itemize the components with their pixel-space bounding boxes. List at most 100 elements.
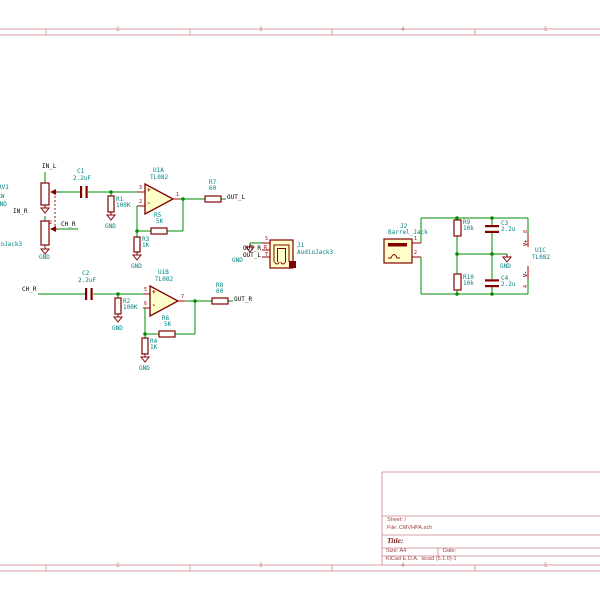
r8-ref[interactable]: R8 [216,282,224,289]
net-label-out-l[interactable]: OUT_L [227,194,246,201]
capacitor-c4 [485,279,499,282]
c4-ref[interactable]: C4 [501,275,509,282]
input-jack-value[interactable]: AudioJack3 [0,241,23,248]
resistors[interactable] [107,195,462,355]
u1a-value[interactable]: TL082 [150,174,169,181]
j1-ref[interactable]: J1 [297,242,305,249]
j1-pin-s: S [265,236,269,242]
resistor-r9 [453,219,462,237]
r10-ref[interactable]: R10 [463,274,474,281]
r2-ref[interactable]: R2 [123,298,131,305]
j1-value[interactable]: AudioJack3 [297,249,334,256]
frame-col-2-top: 2 [116,26,120,33]
gnd-label-j1[interactable]: GND [232,257,243,264]
u1c-ref[interactable]: U1C [535,247,546,254]
barreljack-j2[interactable] [383,238,413,264]
u1b-value[interactable]: TL082 [155,276,174,283]
resistor-r1 [107,195,115,213]
titleblock-file: File: CMVHPA.sch [387,525,433,531]
capacitors[interactable] [80,186,499,300]
gnd-label-r2[interactable]: GND [112,325,123,332]
titleblock-size: Size: A4 [386,548,407,554]
rv1b-pin2-number: 2 [49,220,53,226]
r6-ref[interactable]: R6 [162,315,170,322]
u1b-pin7-number: 7 [181,294,185,300]
r3-value[interactable]: 1K [142,242,150,249]
frame-col-3-top: 3 [259,26,263,33]
titleblock-sheet: Sheet: / [387,517,406,523]
u1c-pin8-number: 8 [523,229,529,233]
resistor-r2 [114,297,122,315]
frame-col-5-top: 5 [544,26,548,33]
net-label-in-l[interactable]: IN_L [42,163,57,170]
net-label-out-r-j1[interactable]: OUT_R [242,245,261,252]
rv1-value[interactable]: 10kW [0,193,5,200]
rv1-potentiometer[interactable] [0,182,58,246]
junction-dots [109,190,494,336]
c3-ref[interactable]: C3 [501,220,509,227]
c2-ref[interactable]: C2 [82,270,90,277]
opamp-u1b[interactable] [149,284,180,318]
opamp-u1a[interactable] [144,182,175,216]
c1-ref[interactable]: C1 [77,168,85,175]
frame-col-5-bottom: 5 [544,562,548,569]
net-label-ch-r[interactable]: CH_R [61,221,76,228]
gnd-label-input[interactable]: GND [39,254,50,261]
r8-value[interactable]: 60 [216,288,224,295]
net-label-in-r[interactable]: IN_R [13,208,28,215]
c1-value[interactable]: 2.2uF [73,175,92,182]
frame-col-2-bottom: 2 [116,562,120,569]
r4-ref[interactable]: R4 [150,338,158,345]
net-label-out-r[interactable]: OUT_R [234,296,253,303]
u1b-pin5-number: 5 [144,287,148,293]
r2-value[interactable]: 100K [123,304,138,311]
capacitor-c2 [85,288,88,300]
gnd-label-r3[interactable]: GND [131,263,142,270]
r3-ref[interactable]: R3 [142,236,150,243]
c4-value[interactable]: 2.2u [501,281,516,288]
resistor-r7 [204,195,222,203]
c2-value[interactable]: 2.2uF [78,277,97,284]
frame-col-4-bottom: 4 [401,562,405,569]
capacitor-c3 [485,225,499,228]
r9-ref[interactable]: R9 [463,219,471,226]
u1c-vplus-name: V+ [523,239,529,246]
resistor-r3 [133,236,141,253]
r4-value[interactable]: 1K [150,344,158,351]
gnd-label-r4[interactable]: GND [139,365,150,372]
audiojack-j1[interactable] [269,239,296,269]
resistor-r4 [141,337,149,355]
frame-col-3-bottom: 3 [259,562,263,569]
r1-ref[interactable]: R1 [116,196,124,203]
net-label-ch-r-2[interactable]: CH_R [22,286,37,293]
sheet-border [0,28,600,572]
title-block-frame [381,471,600,565]
r5-value[interactable]: 5K [156,218,164,225]
r5-ref[interactable]: R5 [154,212,162,219]
gnd-label-r1[interactable]: GND [105,223,116,230]
j1-pin-r: R [264,245,268,251]
r9-value[interactable]: 10k [463,225,474,232]
gnd-label-mid[interactable]: GND [500,263,511,270]
u1a-pin1-number: 1 [176,192,180,198]
j2-value[interactable]: Barrel_Jack [388,229,428,236]
r7-ref[interactable]: R7 [209,179,217,186]
u1a-pin2-number: 2 [139,199,143,205]
u1a-ref[interactable]: U1A [153,167,164,174]
gnd-label-rv1[interactable]: GND [0,201,7,208]
u1b-ref[interactable]: U1B [158,269,169,276]
r6-value[interactable]: 5K [164,321,172,328]
c3-value[interactable]: 2.2u [501,226,516,233]
j2-pin1-number: 1 [414,236,418,242]
resistor-r6 [158,330,176,338]
titleblock-title: Title: [387,536,404,545]
r1-value[interactable]: 100K [116,202,131,209]
u1c-value[interactable]: TL082 [532,254,551,261]
r7-value[interactable]: 60 [209,185,217,192]
net-label-out-l-j1[interactable]: OUT_L [242,252,261,259]
titleblock-generator: KiCad E.D.A. kicad (5.1.0)-1 [386,556,457,562]
rv1-ref[interactable]: RV1 [0,184,9,191]
r10-value[interactable]: 10k [463,280,474,287]
j2-ref[interactable]: J2 [400,223,408,230]
